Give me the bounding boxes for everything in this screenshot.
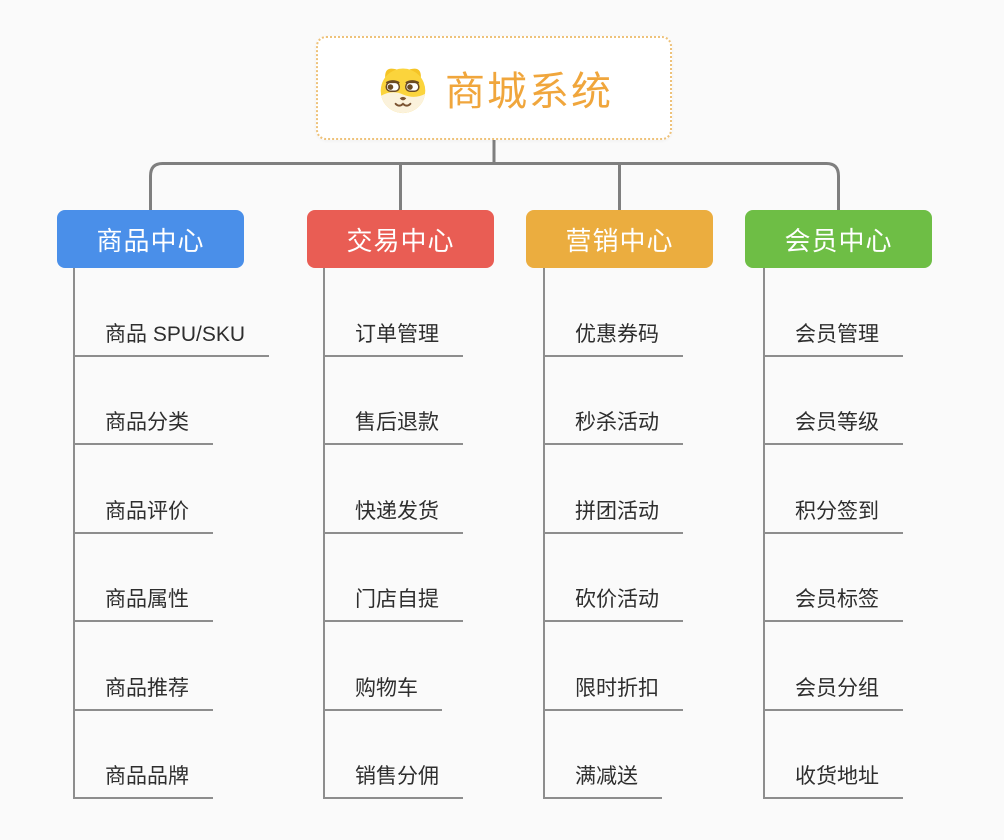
branch-header-product-center[interactable]: 商品中心 (57, 210, 244, 268)
item-row: 会员管理 (765, 268, 903, 357)
item-row: 优惠券码 (545, 268, 683, 357)
leaf-item-product-attribute[interactable]: 商品属性 (75, 583, 213, 622)
branch-header-marketing-center[interactable]: 营销中心 (526, 210, 713, 268)
leaf-item-member-group[interactable]: 会员分组 (765, 672, 903, 711)
shiba-dog-icon (380, 68, 426, 114)
item-row: 满减送 (545, 711, 683, 799)
item-row: 秒杀活动 (545, 357, 683, 445)
leaf-item-product-review[interactable]: 商品评价 (75, 495, 213, 534)
item-row: 会员标签 (765, 534, 903, 622)
item-row: 商品评价 (75, 445, 269, 534)
item-row: 商品分类 (75, 357, 269, 445)
leaf-item-coupon-code[interactable]: 优惠券码 (545, 318, 683, 357)
leaf-item-member-level[interactable]: 会员等级 (765, 406, 903, 445)
item-row: 会员分组 (765, 622, 903, 711)
leaf-item-express-delivery[interactable]: 快递发货 (325, 495, 463, 534)
branch-children-product-center: 商品 SPU/SKU 商品分类 商品评价 商品属性 商品推荐 商品品牌 (73, 268, 270, 799)
branch-children-member-center: 会员管理 会员等级 积分签到 会员标签 会员分组 收货地址 (763, 268, 903, 799)
leaf-item-points-checkin[interactable]: 积分签到 (765, 495, 903, 534)
leaf-item-product-spu-sku[interactable]: 商品 SPU/SKU (75, 318, 270, 357)
item-row: 快递发货 (325, 445, 463, 534)
leaf-item-limited-time-discount[interactable]: 限时折扣 (545, 672, 683, 711)
item-row: 砍价活动 (545, 534, 683, 622)
leaf-item-bargain-activity[interactable]: 砍价活动 (545, 583, 683, 622)
leaf-item-member-tag[interactable]: 会员标签 (765, 583, 903, 622)
item-row: 订单管理 (325, 268, 463, 357)
branch-children-marketing-center: 优惠券码 秒杀活动 拼团活动 砍价活动 限时折扣 满减送 (543, 268, 683, 799)
branch-header-member-center[interactable]: 会员中心 (745, 210, 932, 268)
leaf-item-member-management[interactable]: 会员管理 (765, 318, 903, 357)
root-title: 商城系统 (445, 70, 613, 114)
item-row: 拼团活动 (545, 445, 683, 534)
leaf-item-shipping-address[interactable]: 收货地址 (765, 760, 903, 799)
item-row: 收货地址 (765, 711, 903, 799)
item-row: 积分签到 (765, 445, 903, 534)
leaf-item-shopping-cart[interactable]: 购物车 (325, 672, 442, 711)
leaf-item-product-brand[interactable]: 商品品牌 (75, 760, 213, 799)
item-row: 商品品牌 (75, 711, 269, 799)
item-row: 会员等级 (765, 357, 903, 445)
leaf-item-product-recommend[interactable]: 商品推荐 (75, 672, 213, 711)
leaf-item-sales-commission[interactable]: 销售分佣 (325, 760, 463, 799)
root-node[interactable]: 商城系统 (316, 36, 672, 140)
leaf-item-flash-sale[interactable]: 秒杀活动 (545, 406, 683, 445)
item-row: 购物车 (325, 622, 463, 711)
leaf-item-aftersale-refund[interactable]: 售后退款 (325, 406, 463, 445)
branch-children-trade-center: 订单管理 售后退款 快递发货 门店自提 购物车 销售分佣 (323, 268, 463, 799)
item-row: 门店自提 (325, 534, 463, 622)
item-row: 商品属性 (75, 534, 269, 622)
item-row: 限时折扣 (545, 622, 683, 711)
leaf-item-product-category[interactable]: 商品分类 (75, 406, 213, 445)
item-row: 商品推荐 (75, 622, 269, 711)
item-row: 售后退款 (325, 357, 463, 445)
leaf-item-order-management[interactable]: 订单管理 (325, 318, 463, 357)
item-row: 销售分佣 (325, 711, 463, 799)
leaf-item-full-reduction[interactable]: 满减送 (545, 760, 662, 799)
leaf-item-store-pickup[interactable]: 门店自提 (325, 583, 463, 622)
leaf-item-group-buying[interactable]: 拼团活动 (545, 495, 683, 534)
branch-header-trade-center[interactable]: 交易中心 (307, 210, 494, 268)
item-row: 商品 SPU/SKU (75, 268, 270, 357)
